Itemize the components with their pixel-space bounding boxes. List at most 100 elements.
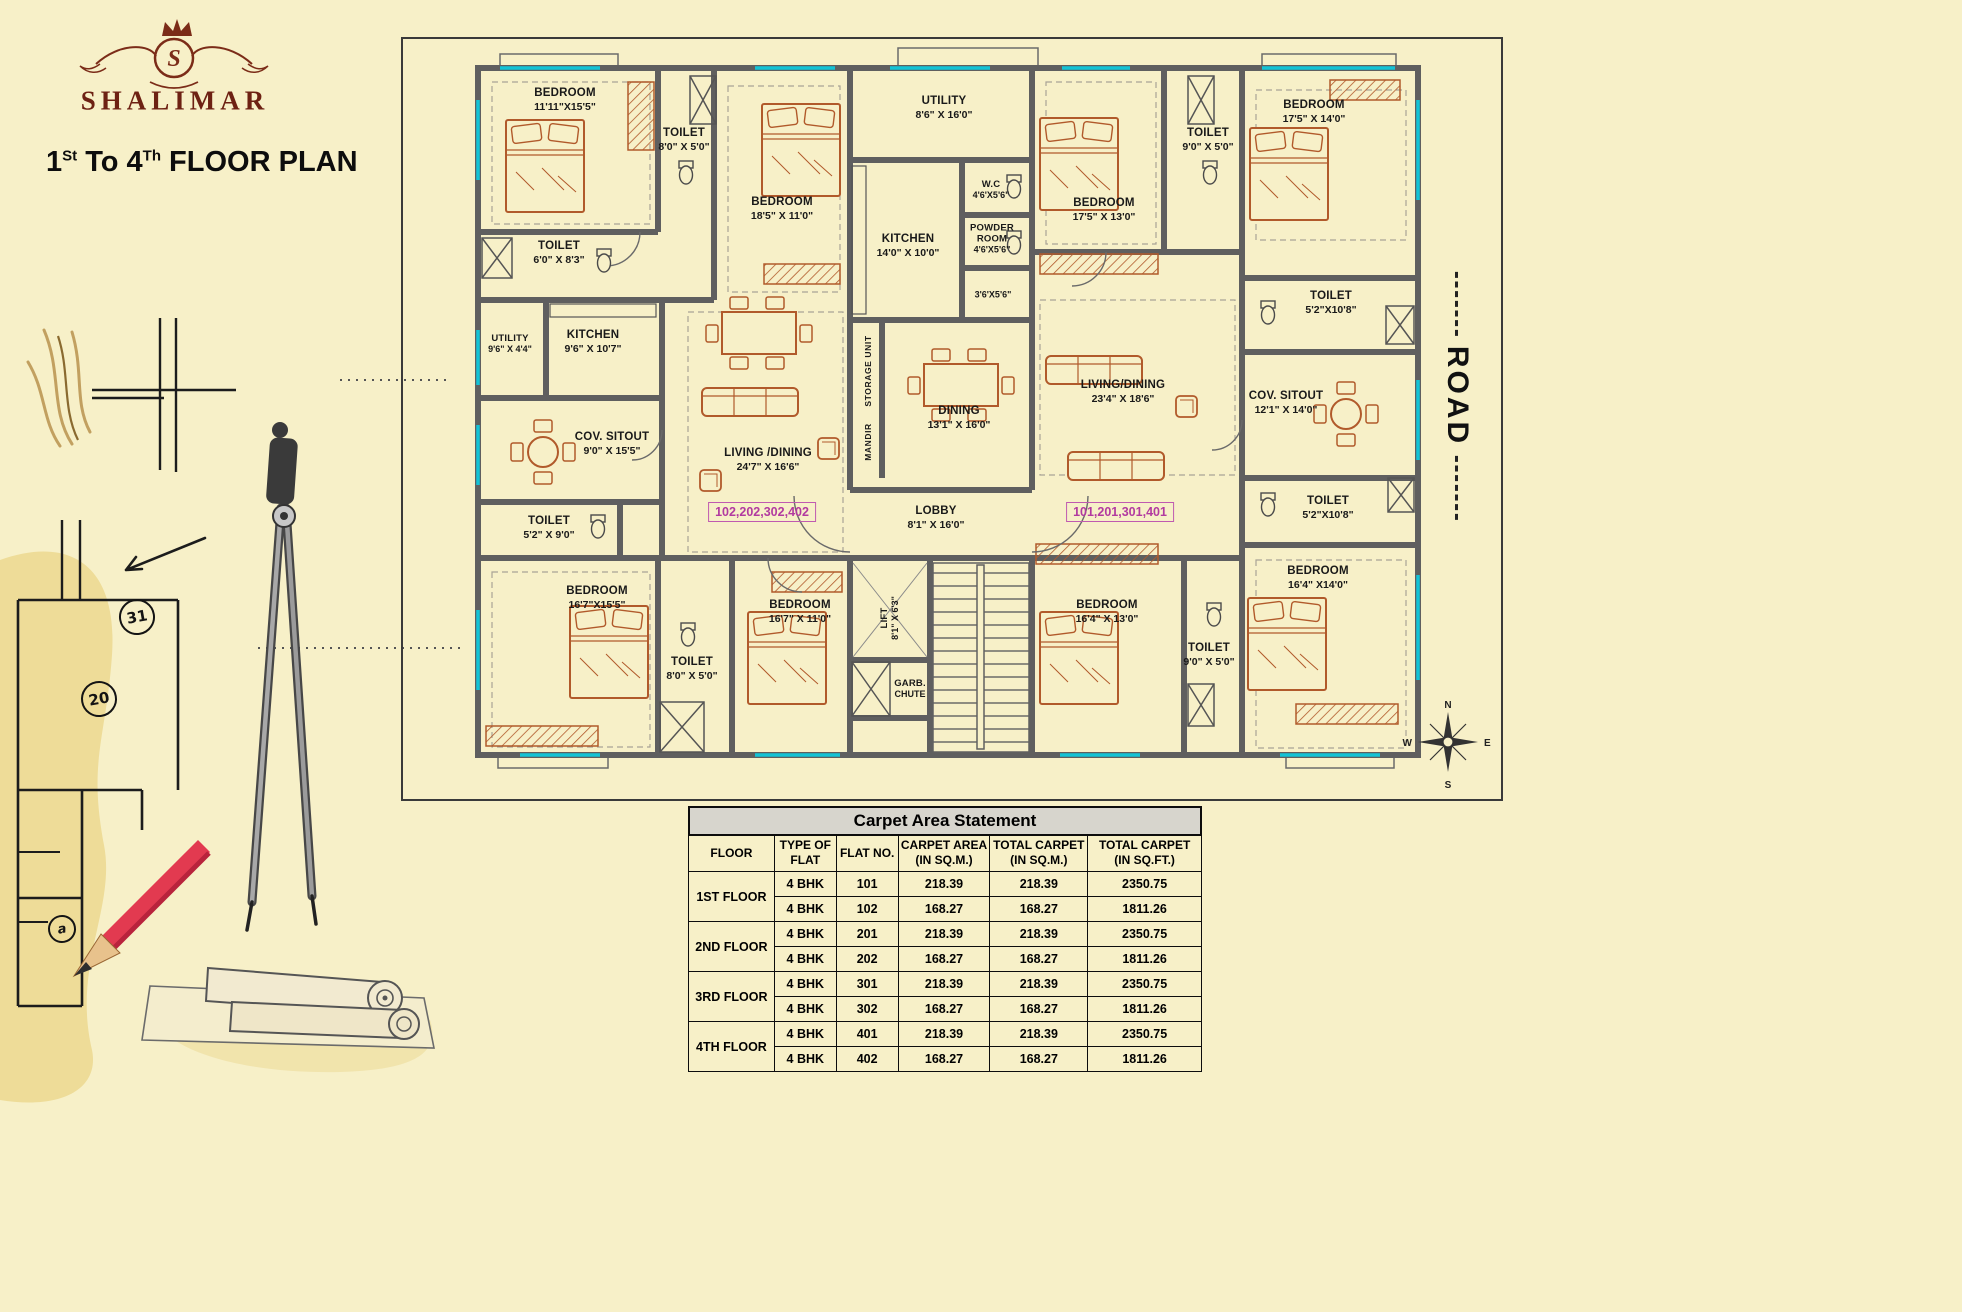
- floor-cell: 1ST FLOOR: [688, 871, 775, 922]
- title-sup: St: [62, 147, 78, 165]
- cell-flat-no: 301: [835, 971, 899, 997]
- cell-total-sqft: 1811.26: [1087, 946, 1202, 972]
- table-row: 1ST FLOOR 4 BHK 101 218.39 218.39 2350.7…: [688, 871, 1202, 922]
- walls-layer: [475, 65, 1421, 758]
- cell-total-sqm: 168.27: [989, 1046, 1089, 1072]
- table-row: 4TH FLOOR 4 BHK 401 218.39 218.39 2350.7…: [688, 1021, 1202, 1072]
- room-garbage-chute: GARB.CHUTE: [894, 678, 926, 700]
- table-row: 3RD FLOOR 4 BHK 301 218.39 218.39 2350.7…: [688, 971, 1202, 1022]
- cell-flat-no: 101: [835, 871, 899, 897]
- cell-total-sqft: 2350.75: [1087, 971, 1202, 997]
- compass-n: N: [1444, 700, 1451, 711]
- cell-flat-no: 202: [835, 946, 899, 972]
- cell-carpet-sqm: 168.27: [897, 946, 991, 972]
- windows-layer: [476, 66, 1420, 757]
- cell-total-sqft: 1811.26: [1087, 996, 1202, 1022]
- brand-monogram: S: [167, 46, 180, 72]
- cell-total-sqft: 2350.75: [1087, 871, 1202, 897]
- floor-cell: 3RD FLOOR: [688, 971, 775, 1022]
- table-row: 4 BHK 102 168.27 168.27 1811.26: [689, 896, 1202, 922]
- cell-carpet-sqm: 168.27: [897, 896, 991, 922]
- plan-border: [401, 37, 1503, 801]
- cell-type: 4 BHK: [773, 871, 837, 897]
- cell-flat-no: 201: [835, 921, 899, 947]
- cell-total-sqft: 1811.26: [1087, 1046, 1202, 1072]
- compass-rose: N S W E: [1403, 700, 1491, 791]
- table-title: Carpet Area Statement: [688, 806, 1202, 836]
- cell-type: 4 BHK: [773, 1021, 837, 1047]
- cell-total-sqm: 218.39: [989, 971, 1089, 997]
- title-part: To 4: [77, 146, 143, 178]
- room-mandir: MANDIR: [862, 423, 873, 461]
- table-row: 4 BHK 402 168.27 168.27 1811.26: [689, 1046, 1202, 1072]
- title-part: 1: [46, 146, 63, 178]
- cell-total-sqft: 2350.75: [1087, 1021, 1202, 1047]
- cell-carpet-sqm: 218.39: [897, 871, 991, 897]
- cell-type: 4 BHK: [773, 1046, 837, 1072]
- cell-flat-no: 302: [835, 996, 899, 1022]
- cell-carpet-sqm: 218.39: [897, 921, 991, 947]
- col-header-flat-no: FLAT NO.: [835, 834, 899, 872]
- room-storage-unit: STORAGE UNIT: [862, 335, 873, 407]
- wardrobe-layer: [485, 79, 1401, 747]
- col-header-floor: FLOOR: [688, 834, 775, 872]
- cell-type: 4 BHK: [773, 946, 837, 972]
- table-row: 2ND FLOOR 4 BHK 201 218.39 218.39 2350.7…: [688, 921, 1202, 972]
- col-header-total-sqft: TOTAL CARPET(IN SQ.FT.): [1087, 834, 1202, 872]
- logo-emblem: [79, 19, 269, 89]
- cell-flat-no: 401: [835, 1021, 899, 1047]
- sketch-artwork: [0, 318, 462, 1103]
- col-header-total-sqm: TOTAL CARPET(IN SQ.M.): [989, 834, 1089, 872]
- road-label: ROAD: [1440, 271, 1474, 521]
- room-niche: 3'6'X5'6": [974, 289, 1012, 300]
- road-text: ROAD: [1441, 345, 1474, 447]
- cell-total-sqft: 2350.75: [1087, 921, 1202, 947]
- cell-total-sqft: 1811.26: [1087, 896, 1202, 922]
- kitchen-counters: [549, 165, 867, 318]
- cell-carpet-sqm: 218.39: [897, 1021, 991, 1047]
- cell-flat-no: 102: [835, 896, 899, 922]
- stairs: [852, 562, 1030, 753]
- table-row: 4 BHK 202 168.27 168.27 1811.26: [689, 946, 1202, 972]
- cell-flat-no: 402: [835, 1046, 899, 1072]
- floor-cell: 4TH FLOOR: [688, 1021, 775, 1072]
- compass-s: S: [1445, 780, 1452, 791]
- col-header-carpet-sqm: CARPET AREA(IN SQ.M.): [897, 834, 991, 872]
- compass-e: E: [1484, 738, 1491, 749]
- cell-total-sqm: 168.27: [989, 896, 1089, 922]
- cell-total-sqm: 218.39: [989, 921, 1089, 947]
- cell-total-sqm: 218.39: [989, 871, 1089, 897]
- title-part: FLOOR PLAN: [161, 146, 358, 178]
- page-title: 1St To 4Th FLOOR PLAN: [46, 146, 358, 179]
- cell-total-sqm: 168.27: [989, 996, 1089, 1022]
- cell-carpet-sqm: 218.39: [897, 971, 991, 997]
- floor-cell: 2ND FLOOR: [688, 921, 775, 972]
